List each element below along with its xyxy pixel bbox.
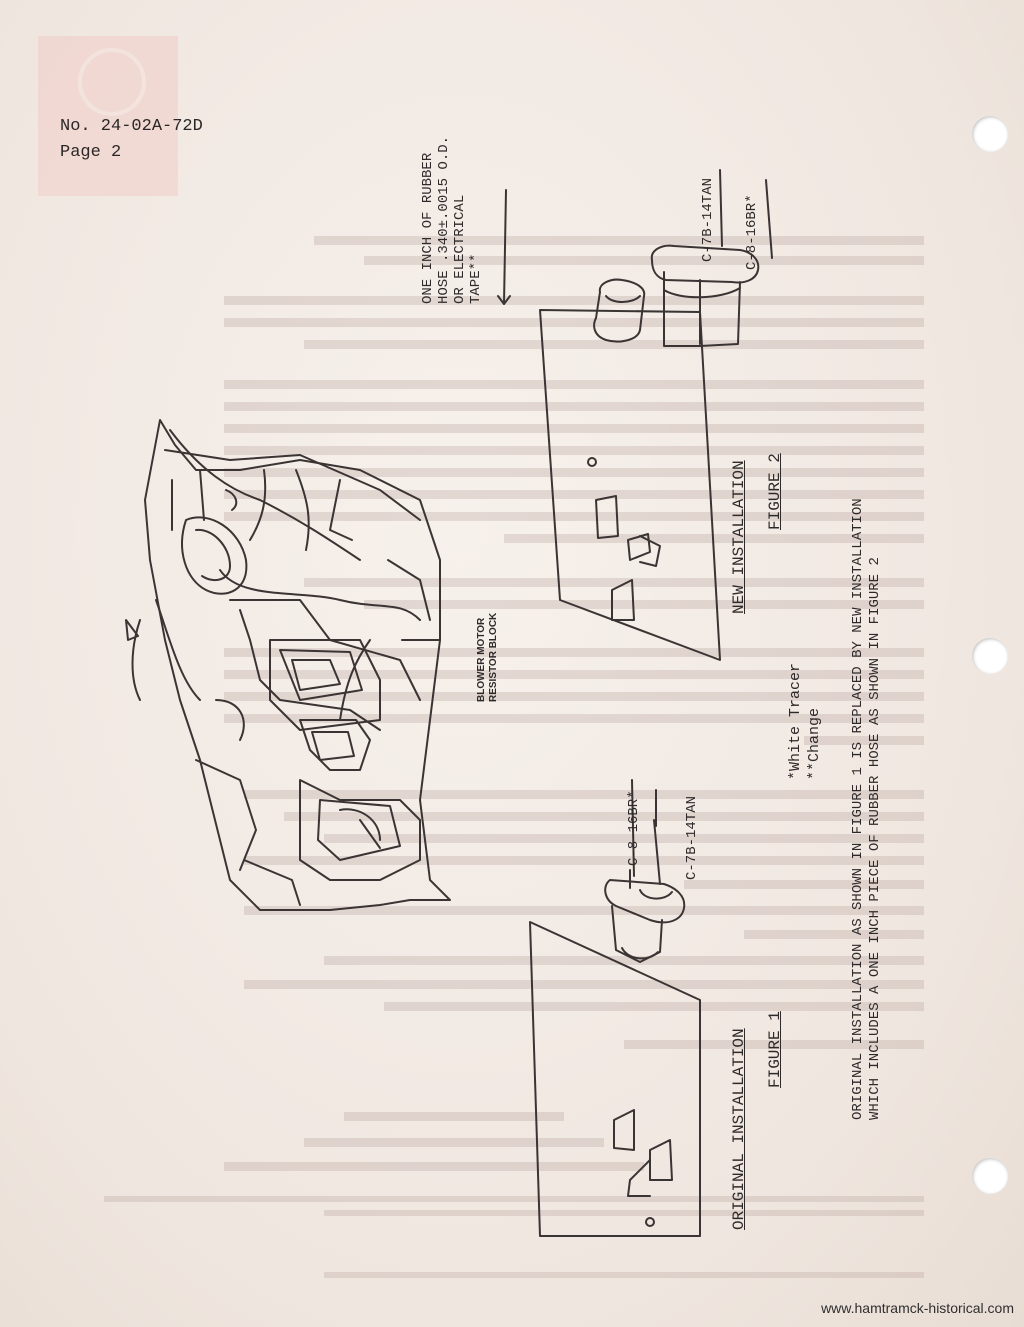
firewall-assembly-drawing <box>125 419 451 911</box>
installation-caption: ORIGINAL INSTALLATION AS SHOWN IN FIGURE… <box>850 498 884 1120</box>
figure1-installation-label: ORIGINAL INSTALLATION <box>730 1028 748 1230</box>
figure2-wire-br-label: C-8-16BR* <box>744 194 760 270</box>
resistor-block-label: BLOWER MOTOR RESISTOR BLOCK <box>476 613 500 702</box>
figure1-title: FIGURE 1 <box>766 1011 784 1088</box>
bulletin-header: No. 24-02A-72D Page 2 <box>60 114 203 166</box>
logo-bleed-through <box>38 36 178 196</box>
rubber-note-line: OR ELECTRICAL <box>452 194 468 304</box>
caption-line-1: ORIGINAL INSTALLATION AS SHOWN IN FIGURE… <box>850 498 866 1120</box>
rubber-note-line: HOSE .340±.0015 O.D. <box>436 135 452 304</box>
figure1-connector-drawing <box>529 779 701 1237</box>
rubber-note-line: TAPE** <box>468 253 484 304</box>
figure2-title: FIGURE 2 <box>766 453 784 530</box>
binder-hole <box>972 116 1008 152</box>
figure2-connector-drawing <box>497 169 773 661</box>
page-number: Page 2 <box>60 143 122 162</box>
binder-hole <box>972 1158 1008 1194</box>
bulletin-number: No. 24-02A-72D <box>60 117 203 136</box>
figure1-wire-tan-label: C-7B-14TAN <box>684 795 700 880</box>
figure1-wire-br-label: C-8-16BR* <box>626 790 642 866</box>
website-watermark: www.hamtramck-historical.com <box>821 1300 1014 1316</box>
figure2-installation-label: NEW INSTALLATION <box>730 460 748 614</box>
resistor-label-line: BLOWER MOTOR <box>476 617 487 702</box>
resistor-label-line: RESISTOR BLOCK <box>488 612 499 702</box>
rubber-note-line: ONE INCH OF RUBBER <box>420 152 436 304</box>
white-tracer-note: *White Tracer <box>787 662 804 780</box>
figure2-wire-tan-label: C-7B-14TAN <box>700 177 716 262</box>
footnote-legend: *White Tracer **Change <box>786 663 824 780</box>
change-note: **Change <box>806 707 823 780</box>
caption-line-2: WHICH INCLUDES A ONE INCH PIECE OF RUBBE… <box>867 557 883 1120</box>
binder-hole <box>972 638 1008 674</box>
rubber-hose-note: ONE INCH OF RUBBER HOSE .340±.0015 O.D. … <box>420 136 484 304</box>
